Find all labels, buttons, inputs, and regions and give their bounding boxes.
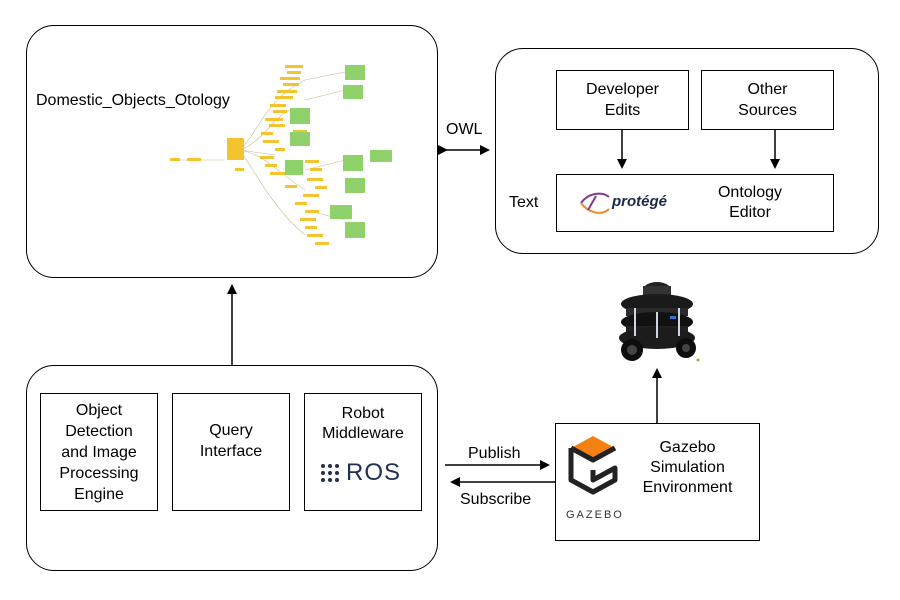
query-interface-box: Query Interface: [172, 393, 290, 511]
protege-logo-text: protégé: [612, 193, 668, 210]
ontology-editor-label: Ontology Editor: [717, 184, 783, 221]
robot-middleware-box: [304, 393, 422, 511]
object-detection-box: Object Detection and Image Processing En…: [40, 393, 158, 511]
ros-logo-text: ROS: [346, 459, 402, 486]
ros-dots-icon: [321, 464, 339, 482]
ontology-title: Domestic_Objects_Otology: [36, 92, 230, 109]
other-sources-box: Other Sources: [701, 70, 834, 130]
owl-label: OWL: [446, 121, 483, 138]
text-label: Text: [509, 194, 539, 211]
gazebo-logo-text: GAZEBO: [566, 509, 624, 521]
protege-logo-icon: [580, 192, 610, 214]
gazebo-logo-icon: [568, 436, 618, 495]
gazebo-label: Gazebo Simulation Environment: [642, 439, 733, 496]
publish-label: Publish: [468, 445, 521, 462]
ontology-graph-image: [170, 65, 392, 245]
protege-editor-box: [556, 174, 834, 232]
subscribe-label: Subscribe: [460, 491, 532, 508]
robot-middleware-label: Robot Middleware: [322, 405, 404, 442]
developer-edits-box: Developer Edits: [556, 70, 689, 130]
turtlebot-robot-image: [619, 282, 700, 362]
